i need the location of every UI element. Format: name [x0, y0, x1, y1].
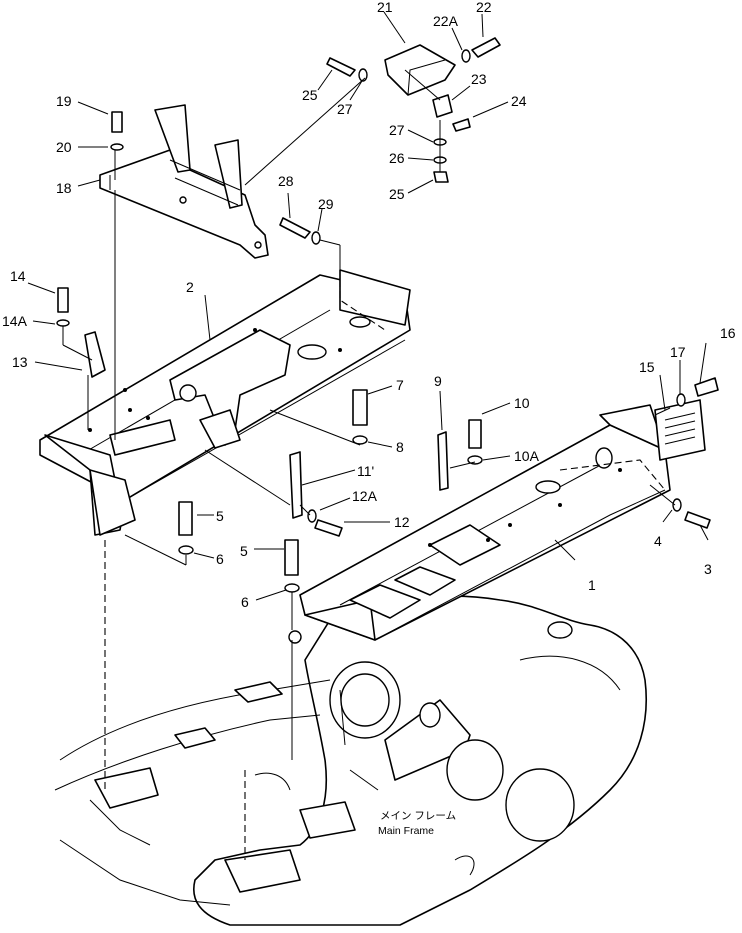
label-21: 21 — [377, 0, 393, 15]
label-1: 1 — [588, 577, 596, 593]
washer-17 — [676, 393, 686, 407]
label-19: 19 — [56, 93, 72, 109]
part-number-labels: 1 2 3 4 5 5 6 6 7 8 9 10 10A 11' 12 12A … — [2, 0, 736, 610]
washer-6-right — [284, 583, 300, 593]
washer-22a — [461, 49, 471, 63]
label-18: 18 — [56, 180, 72, 196]
washer-8 — [352, 435, 368, 445]
assembly-lines — [62, 69, 676, 860]
bolt-5-right — [284, 539, 299, 576]
label-27b: 27 — [389, 122, 405, 138]
label-24: 24 — [511, 93, 527, 109]
bolt-14 — [57, 287, 69, 313]
label-16: 16 — [720, 325, 736, 341]
label-5a: 5 — [216, 508, 224, 524]
washer-10a — [467, 455, 483, 465]
label-2: 2 — [186, 279, 194, 295]
clip-24 — [452, 118, 471, 132]
plate-13 — [84, 331, 106, 378]
bolt-12 — [314, 519, 343, 537]
frame-1 — [288, 404, 671, 644]
label-12a: 12A — [352, 488, 378, 504]
support-9 — [437, 431, 449, 491]
bolt-19 — [111, 111, 123, 133]
label-8: 8 — [396, 439, 404, 455]
bolt-7 — [352, 389, 368, 426]
label-22: 22 — [476, 0, 492, 15]
label-28: 28 — [278, 173, 294, 189]
label-29: 29 — [318, 196, 334, 212]
washer-14a — [56, 319, 70, 327]
leader-lines — [27, 11, 709, 601]
label-17: 17 — [670, 344, 686, 360]
label-10: 10 — [514, 395, 530, 411]
washer-12a — [307, 509, 317, 523]
label-10a: 10A — [514, 448, 540, 464]
main-frame-label-jp: メイン フレーム — [380, 810, 456, 822]
label-14a: 14A — [2, 313, 28, 329]
plate-23 — [432, 94, 453, 118]
label-3: 3 — [704, 561, 712, 577]
label-27a: 27 — [337, 101, 353, 117]
washer-20 — [110, 143, 124, 151]
bolt-22 — [471, 37, 501, 58]
label-22a: 22A — [433, 13, 459, 29]
label-5b: 5 — [240, 543, 248, 559]
label-14: 14 — [10, 268, 26, 284]
bracket-18 — [99, 104, 269, 259]
label-6b: 6 — [241, 594, 249, 610]
label-7: 7 — [396, 377, 404, 393]
bolt-3 — [684, 511, 711, 529]
main-frame-caption: メイン フレーム Main Frame — [378, 810, 456, 837]
label-25a: 25 — [302, 87, 318, 103]
bolt-25-top — [326, 57, 356, 77]
main-frame-label-en: Main Frame — [378, 825, 434, 837]
label-6a: 6 — [216, 551, 224, 567]
label-20: 20 — [56, 139, 72, 155]
cover-15 — [654, 399, 706, 461]
label-23: 23 — [471, 71, 487, 87]
label-15: 15 — [639, 359, 655, 375]
bracket-21 — [384, 44, 456, 96]
washer-4 — [672, 498, 682, 512]
nut-25 — [433, 171, 449, 183]
washer-29 — [311, 231, 321, 245]
washer-6-left — [178, 545, 194, 555]
label-11: 11' — [357, 463, 374, 479]
label-25b: 25 — [389, 186, 405, 202]
bolt-10 — [468, 419, 482, 449]
label-9: 9 — [434, 373, 442, 389]
label-12: 12 — [394, 514, 410, 530]
support-11 — [289, 451, 303, 519]
bolt-28 — [279, 217, 311, 239]
main-frame-casting — [54, 595, 648, 926]
label-26: 26 — [389, 150, 405, 166]
bolt-16 — [694, 377, 719, 397]
label-4: 4 — [654, 533, 662, 549]
bolt-5-left — [178, 501, 193, 536]
label-13: 13 — [12, 354, 28, 370]
